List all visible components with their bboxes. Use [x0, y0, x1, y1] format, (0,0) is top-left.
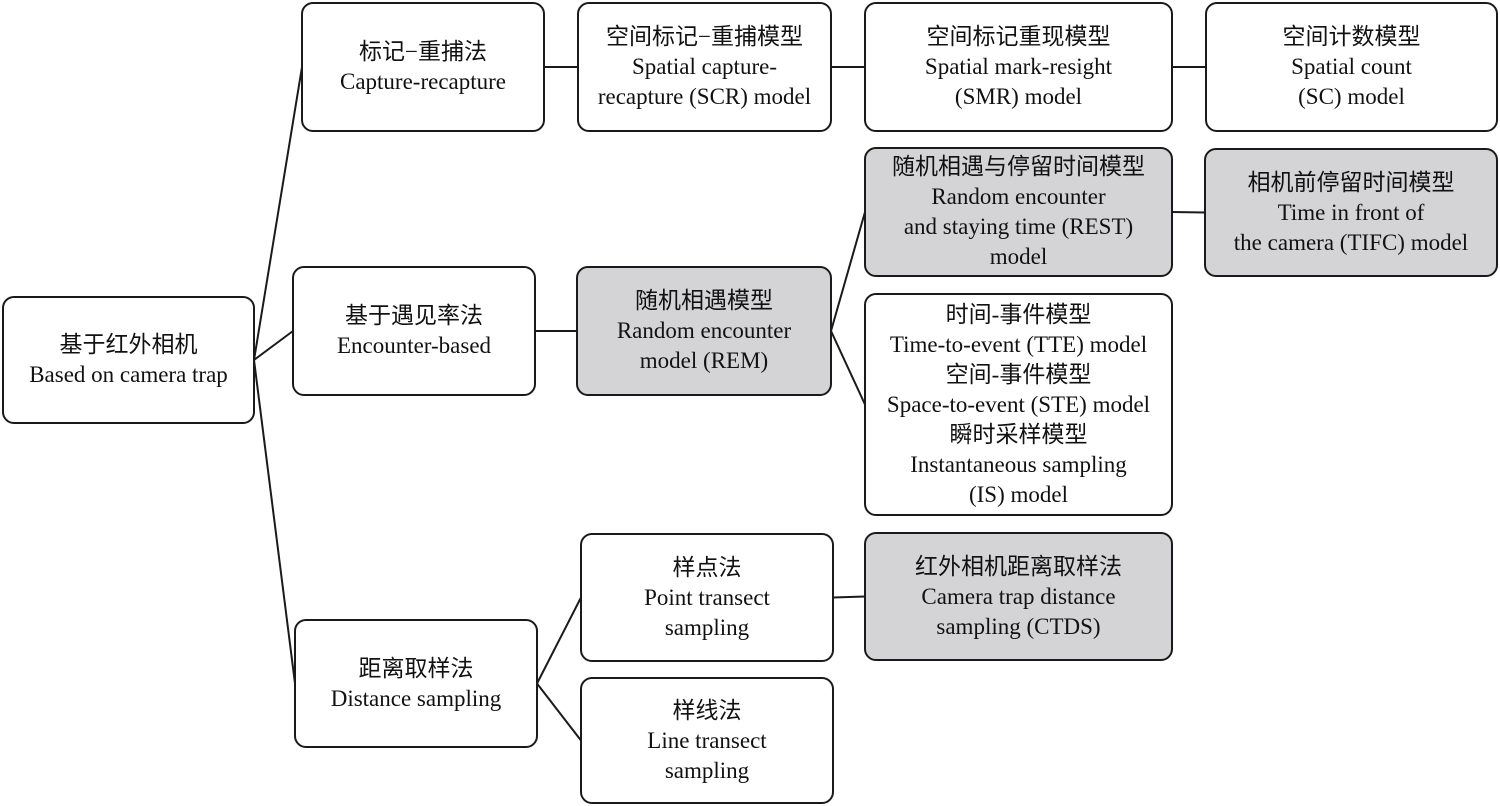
connector-root-to-encounter-based [253, 330, 294, 361]
node-line: Time in front of [1277, 199, 1425, 225]
node-line: sampling [664, 614, 750, 640]
node-point-transect-sampling: 样点法 Point transect sampling [580, 533, 834, 662]
node-line: 样点法 [672, 554, 742, 580]
node-line: 随机相遇模型 [635, 288, 773, 313]
connector-distance-sampling-to-point-transect [536, 597, 582, 684]
node-line: 空间计数模型 [1282, 24, 1421, 49]
node-line: Spatial count [1291, 54, 1412, 79]
node-line: Spatial capture- [632, 54, 777, 79]
node-line: 基于遇见率法 [345, 303, 483, 328]
node-line: 时间-事件模型 [945, 301, 1092, 327]
node-sc-model: 空间计数模型 Spatial count (SC) model [1205, 2, 1498, 132]
node-line: 标记−重捕法 [359, 39, 487, 64]
connector-root-to-distance-sampling [253, 359, 296, 684]
node-line: 基于红外相机 [59, 332, 198, 357]
node-tifc-model: 相机前停留时间模型 Time in front of the camera (T… [1204, 148, 1498, 277]
node-line: 空间标记重现模型 [926, 24, 1111, 49]
connector-root-to-capture-recapture [253, 66, 303, 361]
node-line: (IS) model [968, 481, 1068, 507]
node-line: Line transect [647, 727, 767, 753]
node-tte-ste-is-models: 时间-事件模型 Time-to-event (TTE) model 空间-事件模… [864, 293, 1173, 516]
node-line: Random encounter [616, 318, 792, 343]
node-line: Based on camera trap [29, 362, 228, 387]
node-line: model (REM) [639, 348, 769, 373]
node-line: Spatial mark-resight [924, 54, 1113, 79]
node-rem-model: 随机相遇模型 Random encounter model (REM) [576, 266, 832, 396]
node-line: 样线法 [672, 697, 742, 723]
node-line: Time-to-event (TTE) model [889, 331, 1148, 357]
node-rest-model: 随机相遇与停留时间模型 Random encounter and staying… [864, 147, 1173, 277]
node-line: recapture (SCR) model [597, 84, 812, 109]
node-line: sampling (CTDS) [936, 613, 1101, 639]
node-distance-sampling: 距离取样法 Distance sampling [294, 619, 538, 748]
node-encounter-based: 基于遇见率法 Encounter-based [292, 266, 536, 396]
node-line: model [989, 244, 1048, 269]
node-ctds: 红外相机距离取样法 Camera trap distance sampling … [864, 532, 1173, 661]
connector-rest-to-tifc [1171, 211, 1206, 214]
node-line: Random encounter [931, 184, 1106, 209]
node-line-transect-sampling: 样线法 Line transect sampling [580, 677, 834, 804]
node-line: Encounter-based [336, 333, 492, 358]
node-line: Distance sampling [330, 685, 502, 711]
node-line: Space-to-event (STE) model [886, 391, 1151, 417]
node-line: 距离取样法 [358, 655, 474, 681]
node-line: sampling [664, 757, 750, 783]
node-line: (SMR) model [954, 84, 1083, 109]
connector-rem-to-tte-ste-is [830, 330, 866, 405]
node-line: 瞬时采样模型 [949, 421, 1088, 447]
node-line: 空间-事件模型 [945, 361, 1092, 387]
connector-point-transect-to-ctds [832, 595, 866, 599]
node-line: (SC) model [1298, 84, 1405, 109]
node-line: the camera (TIFC) model [1233, 229, 1469, 255]
node-line: 相机前停留时间模型 [1247, 169, 1455, 195]
node-capture-recapture: 标记−重捕法 Capture-recapture [301, 2, 545, 132]
node-line: Point transect [644, 584, 770, 610]
node-line: 空间标记−重捕模型 [606, 24, 803, 49]
node-line: and staying time (REST) [903, 214, 1134, 239]
node-line: 随机相遇与停留时间模型 [892, 154, 1145, 179]
node-line: Capture-recapture [339, 69, 506, 94]
node-line: Instantaneous sampling [910, 451, 1127, 477]
node-line: Camera trap distance [921, 583, 1116, 609]
node-smr-model: 空间标记重现模型 Spatial mark-resight (SMR) mode… [864, 2, 1173, 132]
node-based-on-camera-trap: 基于红外相机 Based on camera trap [2, 296, 255, 424]
connector-distance-sampling-to-line-transect [536, 682, 582, 742]
node-line: 红外相机距离取样法 [915, 553, 1122, 579]
node-scr-model: 空间标记−重捕模型 Spatial capture- recapture (SC… [577, 2, 832, 132]
connector-rem-to-rest [830, 211, 866, 332]
